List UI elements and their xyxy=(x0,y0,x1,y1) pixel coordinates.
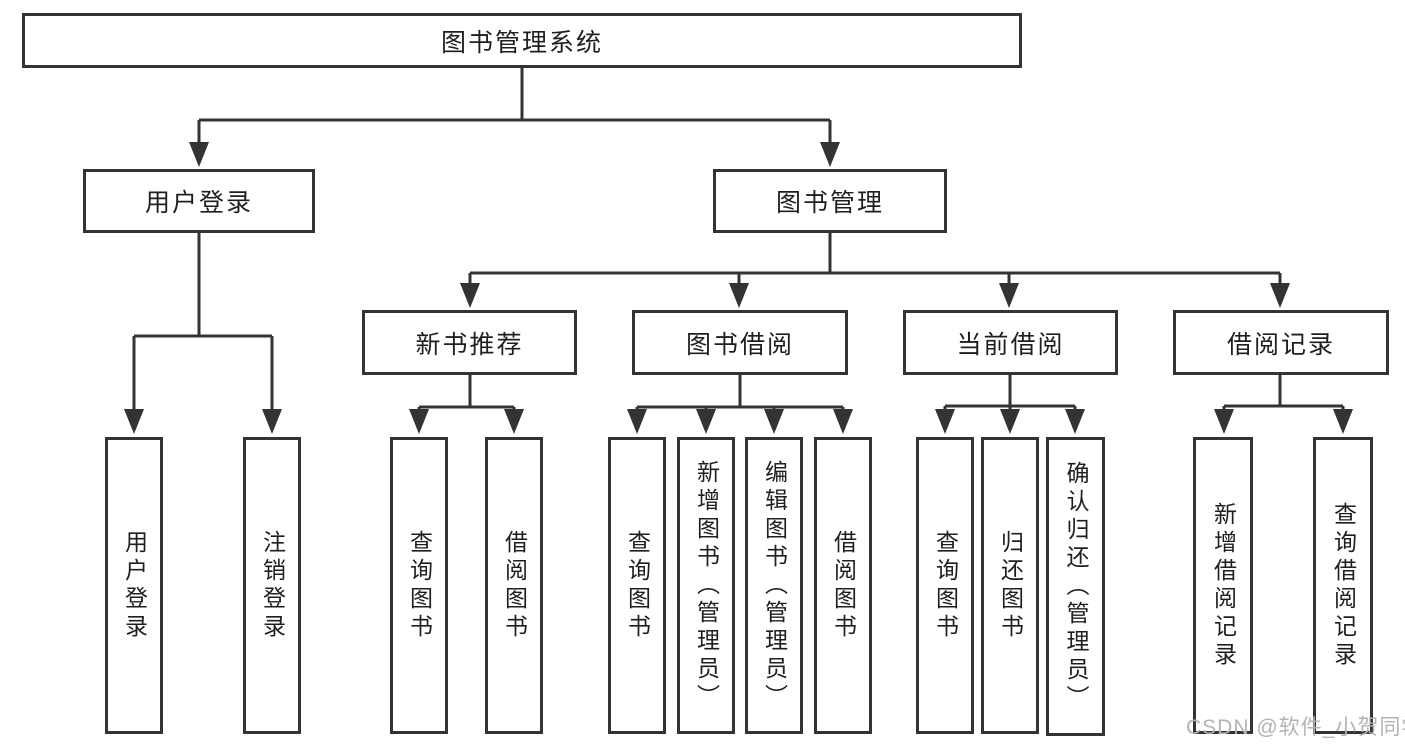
node-new-book-rec: 新书推荐 xyxy=(362,310,577,375)
node-user-login-label: 用户登录 xyxy=(144,189,253,217)
node-borrow-record: 借阅记录 xyxy=(1173,310,1389,375)
leaf-return-book-label: 归还图书 xyxy=(997,529,1024,642)
node-borrow-record-label: 借阅记录 xyxy=(1226,330,1335,359)
node-user-login: 用户登录 xyxy=(83,169,315,233)
leaf-edit-book: 编辑图书（管理员） xyxy=(745,437,803,734)
leaf-logout: 注销登录 xyxy=(243,437,301,734)
node-book-mgmt: 图书管理 xyxy=(713,169,947,233)
leaf-confirm-return-label: 确认归还（管理员） xyxy=(1063,460,1089,713)
leaf-borrow-book-2-label: 借阅图书 xyxy=(830,529,857,642)
connector-root-branch xyxy=(189,68,840,167)
leaf-query-book-3-label: 查询图书 xyxy=(932,529,959,642)
leaf-query-record: 查询借阅记录 xyxy=(1313,437,1373,734)
connector-book-borrow-branch xyxy=(627,375,853,434)
node-current-borrow-label: 当前借阅 xyxy=(956,330,1065,359)
leaf-return-book: 归还图书 xyxy=(981,437,1039,734)
leaf-borrow-book-2: 借阅图书 xyxy=(814,437,872,734)
leaf-add-book: 新增图书（管理员） xyxy=(677,437,735,734)
node-book-mgmt-label: 图书管理 xyxy=(775,189,884,217)
node-root: 图书管理系统 xyxy=(22,13,1022,68)
connector-current-borrow-branch xyxy=(935,375,1085,434)
leaf-query-book-2-label: 查询图书 xyxy=(624,529,651,642)
node-current-borrow: 当前借阅 xyxy=(903,310,1118,375)
node-new-book-rec-label: 新书推荐 xyxy=(415,330,524,359)
leaf-user-login-label: 用户登录 xyxy=(121,529,148,642)
node-root-label: 图书管理系统 xyxy=(440,28,603,57)
leaf-borrow-book-1-label: 借阅图书 xyxy=(501,529,528,642)
connector-borrow-record-branch xyxy=(1214,375,1353,434)
leaf-query-book-1-label: 查询图书 xyxy=(406,529,433,642)
leaf-query-record-label: 查询借阅记录 xyxy=(1330,501,1357,670)
leaf-edit-book-label: 编辑图书（管理员） xyxy=(761,459,788,712)
leaf-query-book-2: 查询图书 xyxy=(608,437,666,734)
leaf-user-login: 用户登录 xyxy=(105,437,163,734)
leaf-add-record-label: 新增借阅记录 xyxy=(1210,501,1237,670)
leaf-add-record: 新增借阅记录 xyxy=(1193,437,1253,734)
node-book-borrow: 图书借阅 xyxy=(632,310,848,375)
node-book-borrow-label: 图书借阅 xyxy=(685,330,794,359)
connector-new-book-rec-branch xyxy=(409,375,524,434)
leaf-query-book-3: 查询图书 xyxy=(916,437,974,734)
leaf-add-book-label: 新增图书（管理员） xyxy=(693,459,720,712)
csdn-watermark: CSDN @软件_小贺同学 xyxy=(1186,716,1405,739)
leaf-logout-label: 注销登录 xyxy=(259,529,286,642)
leaf-query-book-1: 查询图书 xyxy=(390,437,448,734)
connector-book-mgmt-branch xyxy=(460,233,1290,308)
leaf-confirm-return: 确认归还（管理员） xyxy=(1046,437,1105,736)
leaf-borrow-book-1: 借阅图书 xyxy=(485,437,543,734)
connector-user-login-branch xyxy=(124,233,282,434)
